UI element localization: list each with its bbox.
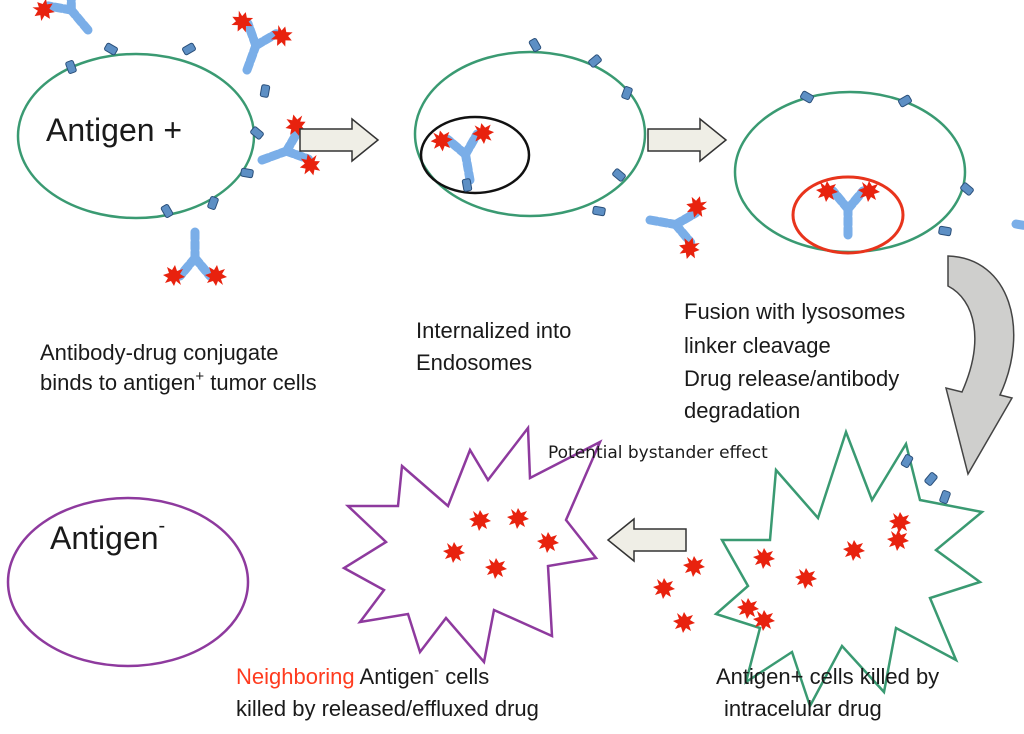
killed-negative-text-2: cells (439, 664, 490, 689)
step2-caption-line1: Internalized into (416, 318, 571, 344)
killed-antigen-positive-cell (713, 428, 985, 710)
internalizing-cell (413, 50, 647, 218)
step3-caption-line4: degradation (684, 398, 800, 424)
antigen-negative-label: Antigen- (50, 515, 165, 556)
step1-caption-line2: binds to antigen+ tumor cells (40, 368, 317, 396)
step3-text-1: Fusion with lysosomes (684, 299, 906, 324)
killed-negative-caption-line1: Neighboring Antigen- cells (236, 662, 490, 690)
process-arrow-icon (647, 118, 727, 162)
killed-positive-text-1: Antigen+ cells killed by (716, 664, 940, 689)
step2-text-2: Endosomes (416, 350, 533, 375)
step1-text-1: Antibody-drug conjugate (40, 340, 279, 365)
killed-negative-caption-line2: killed by released/effluxed drug (236, 696, 539, 722)
killed-negative-text-3: killed by released/effluxed drug (236, 696, 539, 721)
killed-positive-text-2: intracelular drug (724, 696, 882, 721)
antigen-negative-cell (6, 496, 250, 668)
neighboring-highlight: Neighboring (236, 664, 355, 689)
drug-payload-icon (653, 512, 911, 633)
lysosome (791, 175, 905, 255)
killed-antigen-negative-cell (341, 424, 603, 665)
step3-text-2: linker cleavage (684, 333, 831, 358)
bystander-text: Potential bystander effect (548, 443, 768, 463)
step2-caption-line2: Endosomes (416, 350, 532, 376)
step1-text-2: binds to antigen (40, 370, 196, 395)
step2-text-1: Internalized into (416, 318, 572, 343)
step3-caption-line3: Drug release/antibody (684, 366, 899, 392)
antigen-positive-text: Antigen + (46, 112, 183, 148)
killed-negative-text-1: Antigen (354, 664, 435, 689)
bystander-caption: Potential bystander effect (548, 440, 768, 466)
endosome (419, 115, 531, 195)
step3-caption-line2: linker cleavage (684, 333, 831, 359)
step3-text-3: Drug release/antibody (684, 366, 900, 391)
antigen-negative-superscript: - (158, 515, 166, 537)
step1-text-3: tumor cells (204, 370, 317, 395)
process-arrow-icon (299, 118, 379, 162)
killed-negative-superscript: - (434, 662, 440, 679)
antigen-negative-text: Antigen (50, 520, 159, 556)
step1-caption-line1: Antibody-drug conjugate (40, 340, 279, 366)
step3-caption-line1: Fusion with lysosomes (684, 299, 905, 325)
step1-superscript: + (195, 368, 205, 385)
antigen-positive-label: Antigen + (46, 112, 182, 148)
drug-payload-icon (443, 508, 559, 579)
process-arrow-icon (607, 518, 687, 562)
lysosome-fusion-cell (733, 90, 967, 255)
killed-positive-caption-line2: intracelular drug (724, 696, 882, 722)
process-arrow-icon (944, 255, 1015, 476)
killed-positive-caption-line1: Antigen+ cells killed by (716, 664, 939, 690)
step3-text-4: degradation (684, 398, 801, 423)
